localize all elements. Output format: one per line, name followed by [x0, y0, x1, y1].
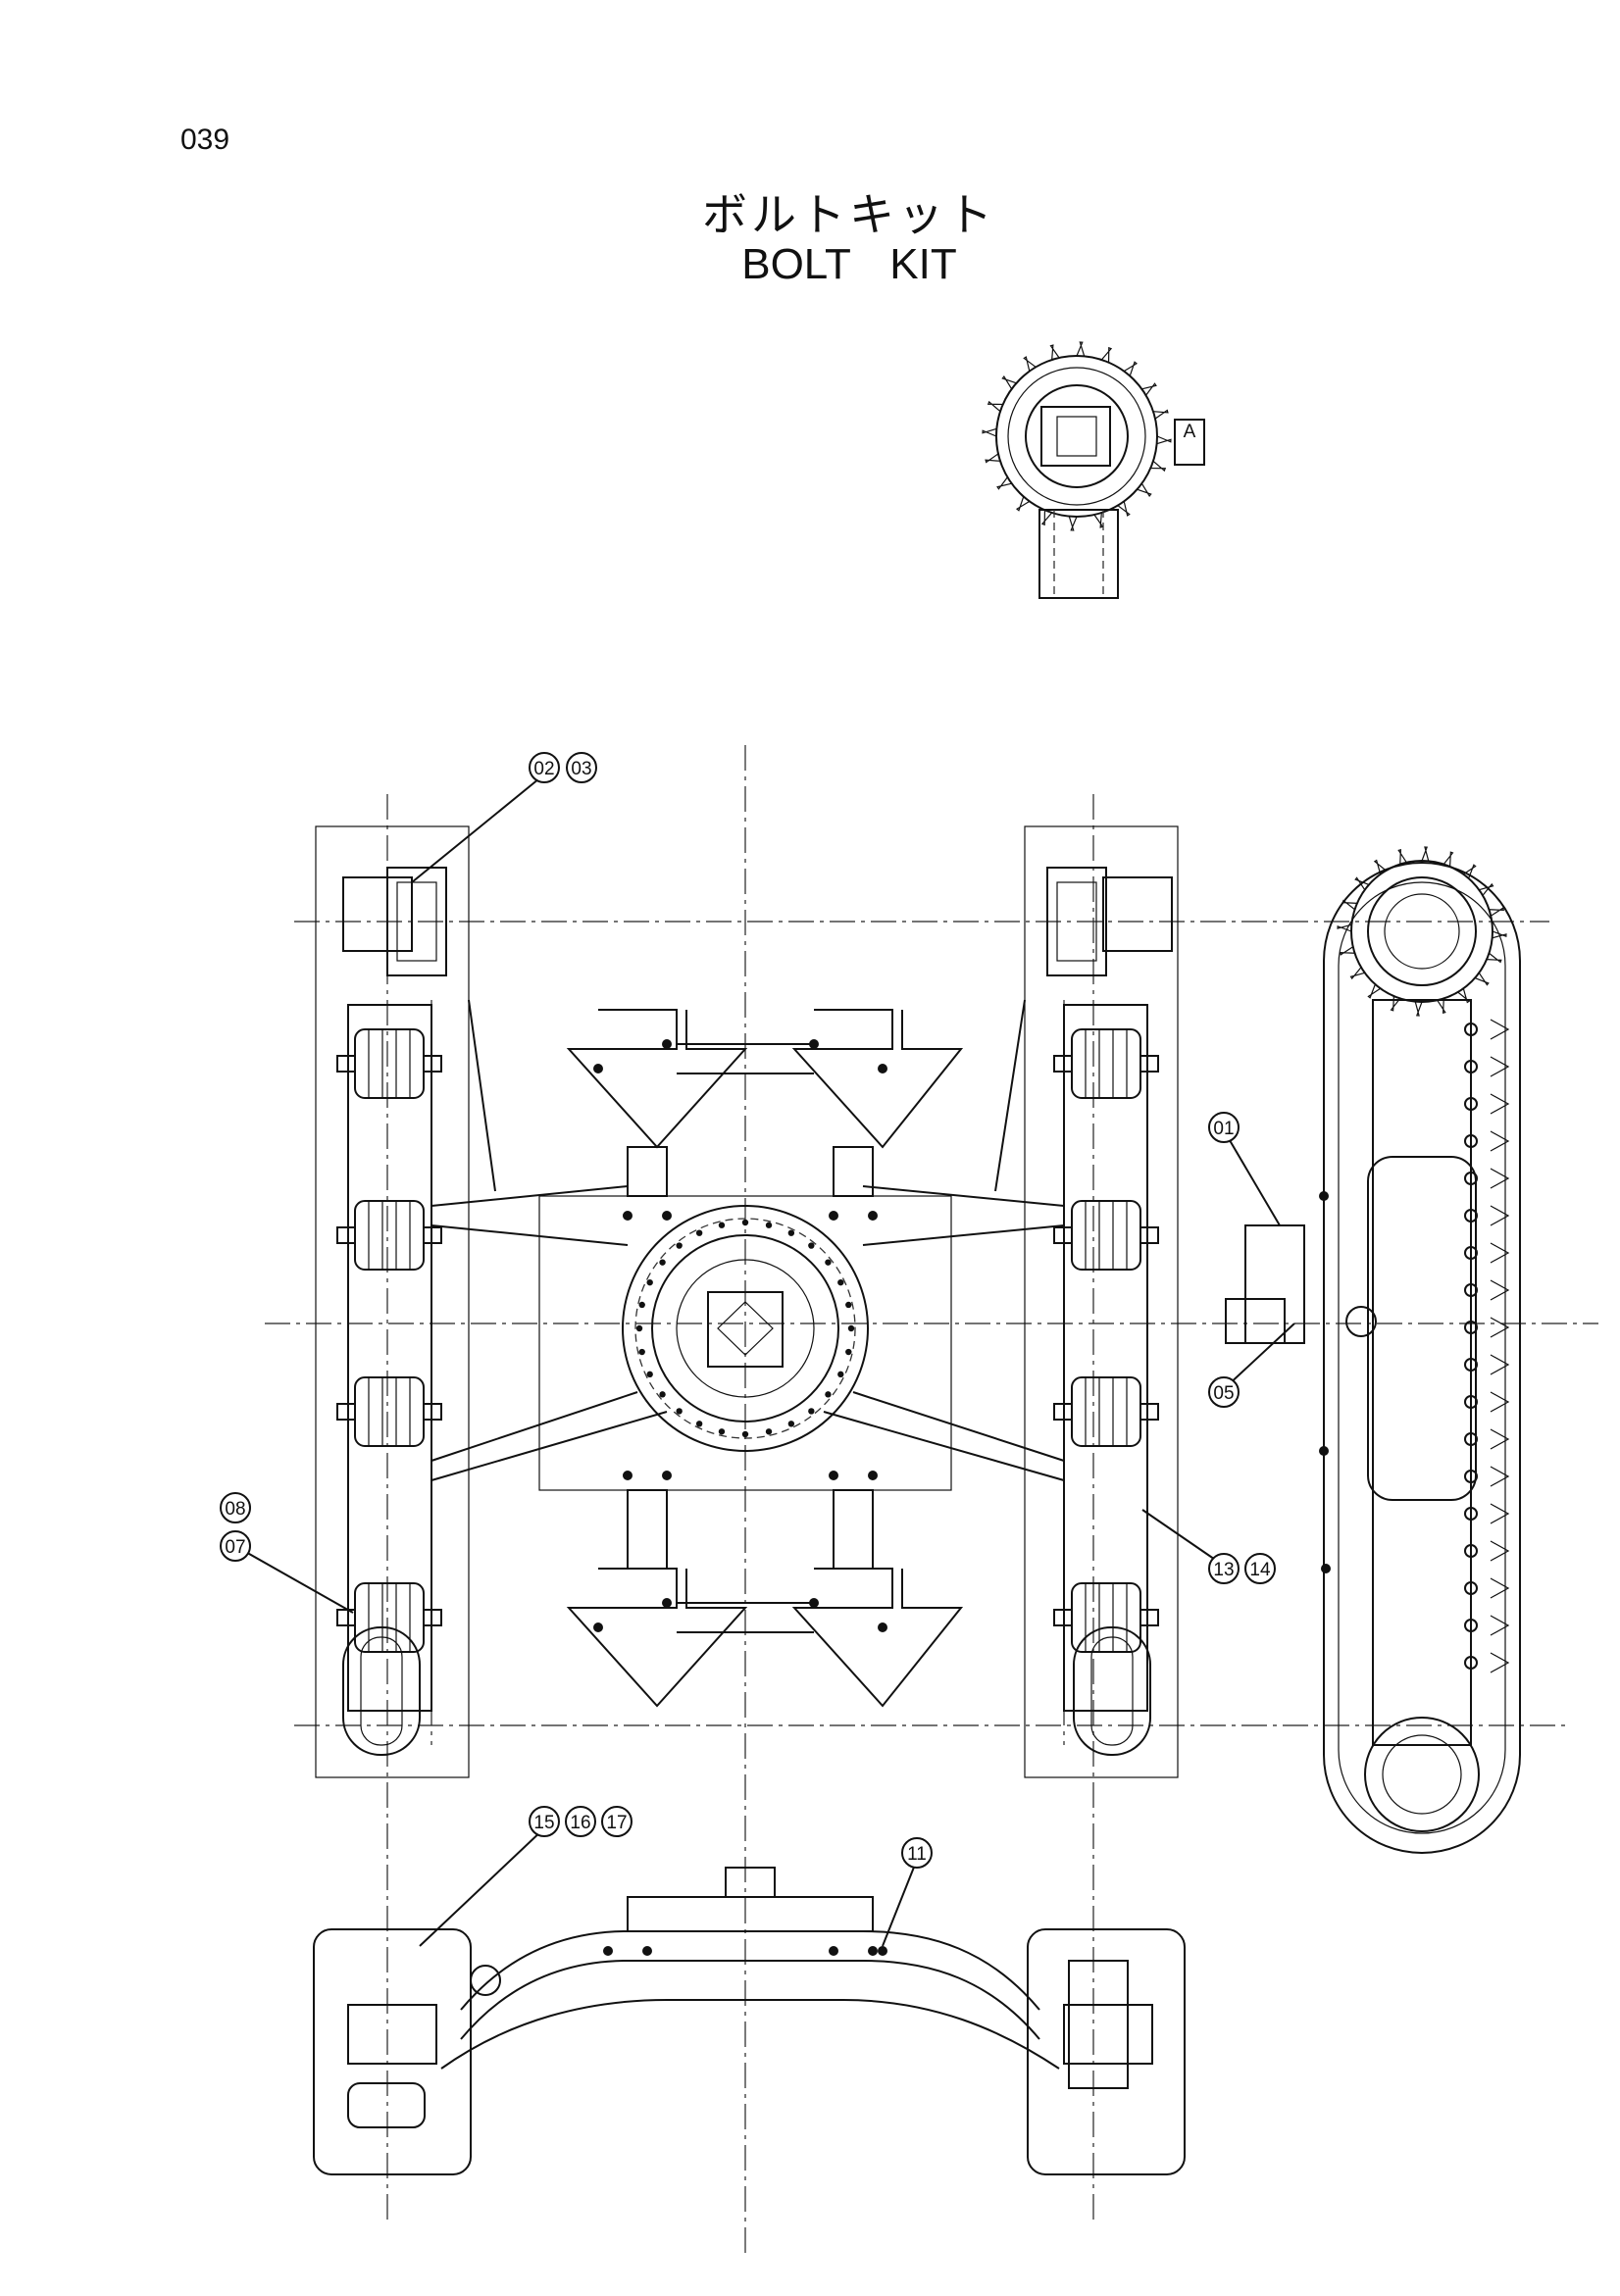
callout-label-02: 02 — [533, 759, 554, 779]
left-track-frame — [315, 825, 470, 1778]
callout-07-08[interactable]: 07 08 — [220, 1492, 354, 1614]
title-english: BOLT KIT — [741, 240, 957, 288]
callout-05[interactable]: 05 — [1208, 1323, 1295, 1408]
detail-label: A — [1184, 422, 1196, 442]
callout-02-03[interactable]: 02 03 — [411, 752, 597, 883]
callout-13-14[interactable]: 13 14 — [1141, 1509, 1276, 1584]
callout-label-05: 05 — [1213, 1383, 1234, 1404]
lower-frame-view — [313, 1867, 1186, 2175]
callout-15-16-17[interactable]: 15 16 17 — [419, 1806, 633, 1947]
callout-label-17: 17 — [606, 1813, 627, 1833]
callout-11[interactable]: 11 — [882, 1837, 933, 1947]
title-japanese: ボルトキット — [702, 188, 996, 241]
callout-label-07: 07 — [225, 1537, 245, 1558]
callout-01[interactable]: 01 — [1208, 1112, 1281, 1226]
callout-label-16: 16 — [570, 1813, 590, 1833]
detail-a-sprocket-view: A — [982, 341, 1205, 599]
right-track-frame — [1024, 825, 1179, 1778]
center-frame — [430, 999, 1065, 1491]
callout-label-14: 14 — [1249, 1560, 1271, 1580]
callout-label-15: 15 — [533, 1813, 554, 1833]
bolt-marks — [593, 1039, 1331, 1956]
crawler-side-view — [1225, 846, 1521, 1854]
callout-label-03: 03 — [571, 759, 591, 779]
callout-label-08: 08 — [225, 1499, 245, 1520]
callout-label-01: 01 — [1213, 1119, 1234, 1139]
arrow-blocks — [566, 1009, 964, 1708]
page-number: 039 — [180, 124, 230, 156]
callout-label-11: 11 — [907, 1844, 927, 1865]
callout-label-13: 13 — [1213, 1560, 1234, 1580]
